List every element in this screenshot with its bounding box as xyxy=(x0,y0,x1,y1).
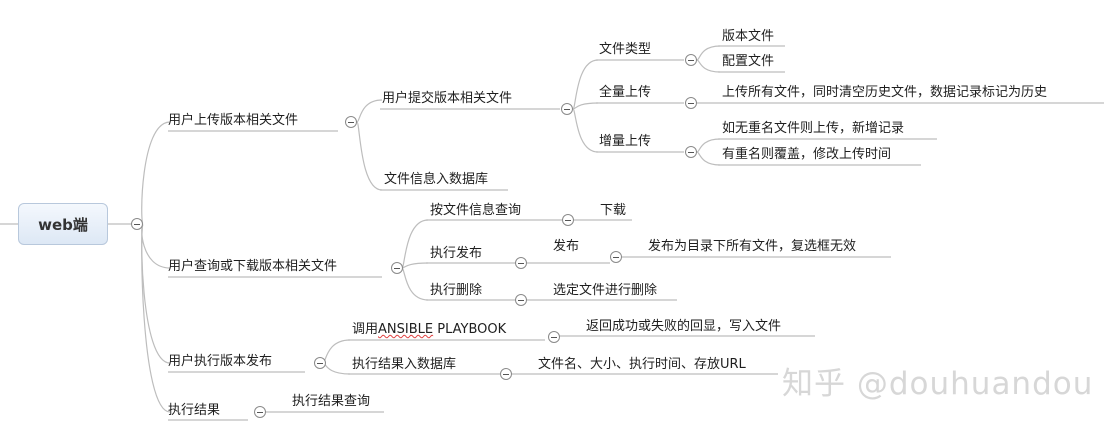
collapse-toggle-result[interactable] xyxy=(254,406,266,418)
node-release[interactable]: 用户执行版本发布 xyxy=(168,354,273,369)
root-label: web端 xyxy=(38,215,88,234)
collapse-toggle-full-upload[interactable] xyxy=(685,97,697,109)
node-incremental-upload[interactable]: 增量上传 xyxy=(599,134,652,149)
node-exec-delete[interactable]: 执行删除 xyxy=(430,283,483,298)
node-call-ansible[interactable]: 调用ANSIBLE PLAYBOOK xyxy=(352,321,506,339)
collapse-toggle-result-db[interactable] xyxy=(500,368,512,380)
collapse-toggle-submit[interactable] xyxy=(561,103,573,115)
collapse-toggle-exec-publish[interactable] xyxy=(515,257,527,269)
node-config-file[interactable]: 配置文件 xyxy=(722,54,775,69)
root-node[interactable]: web端 xyxy=(18,203,108,245)
collapse-toggle-root[interactable] xyxy=(131,218,143,230)
node-download[interactable]: 下载 xyxy=(600,203,627,218)
node-submit-files[interactable]: 用户提交版本相关文件 xyxy=(382,91,513,106)
node-return-echo[interactable]: 返回成功或失败的回显，写入文件 xyxy=(586,319,782,334)
node-publish-desc[interactable]: 发布为目录下所有文件，复选框无效 xyxy=(648,239,857,254)
ansible-word: ANSIBLE xyxy=(378,322,434,337)
node-upload-files[interactable]: 用户上传版本相关文件 xyxy=(168,113,299,128)
collapse-toggle-incremental[interactable] xyxy=(685,146,697,158)
collapse-toggle-search[interactable] xyxy=(562,214,574,226)
node-exec-result[interactable]: 执行结果 xyxy=(168,403,221,418)
node-result-db[interactable]: 执行结果入数据库 xyxy=(352,357,457,372)
collapse-toggle-query[interactable] xyxy=(391,262,403,274)
node-version-file[interactable]: 版本文件 xyxy=(722,29,775,44)
node-file-info-db[interactable]: 文件信息入数据库 xyxy=(384,172,489,187)
collapse-toggle-upload[interactable] xyxy=(345,116,357,128)
node-result-query[interactable]: 执行结果查询 xyxy=(292,394,371,409)
node-publish[interactable]: 发布 xyxy=(553,239,580,254)
collapse-toggle-release[interactable] xyxy=(314,357,326,369)
node-search-by-info[interactable]: 按文件信息查询 xyxy=(430,203,522,218)
node-incr-no-dup[interactable]: 如无重名文件则上传，新增记录 xyxy=(722,121,905,136)
node-file-type[interactable]: 文件类型 xyxy=(599,42,652,57)
node-incr-dup[interactable]: 有重名则覆盖，修改上传时间 xyxy=(722,147,892,162)
node-exec-publish[interactable]: 执行发布 xyxy=(430,246,483,261)
node-result-db-fields[interactable]: 文件名、大小、执行时间、存放URL xyxy=(538,357,746,372)
ansible-prefix: 调用 xyxy=(352,322,379,337)
watermark: 知乎 @douhuandou xyxy=(782,366,1094,402)
node-delete-selected[interactable]: 选定文件进行删除 xyxy=(553,283,658,298)
node-full-upload-desc[interactable]: 上传所有文件，同时清空历史文件，数据记录标记为历史 xyxy=(722,85,1048,100)
node-query-download[interactable]: 用户查询或下载版本相关文件 xyxy=(168,259,338,274)
collapse-toggle-exec-delete[interactable] xyxy=(515,294,527,306)
collapse-toggle-filetype[interactable] xyxy=(685,54,697,66)
node-full-upload[interactable]: 全量上传 xyxy=(599,85,652,100)
collapse-toggle-publish[interactable] xyxy=(610,251,622,263)
collapse-toggle-ansible[interactable] xyxy=(548,331,560,343)
ansible-suffix: PLAYBOOK xyxy=(433,322,507,337)
